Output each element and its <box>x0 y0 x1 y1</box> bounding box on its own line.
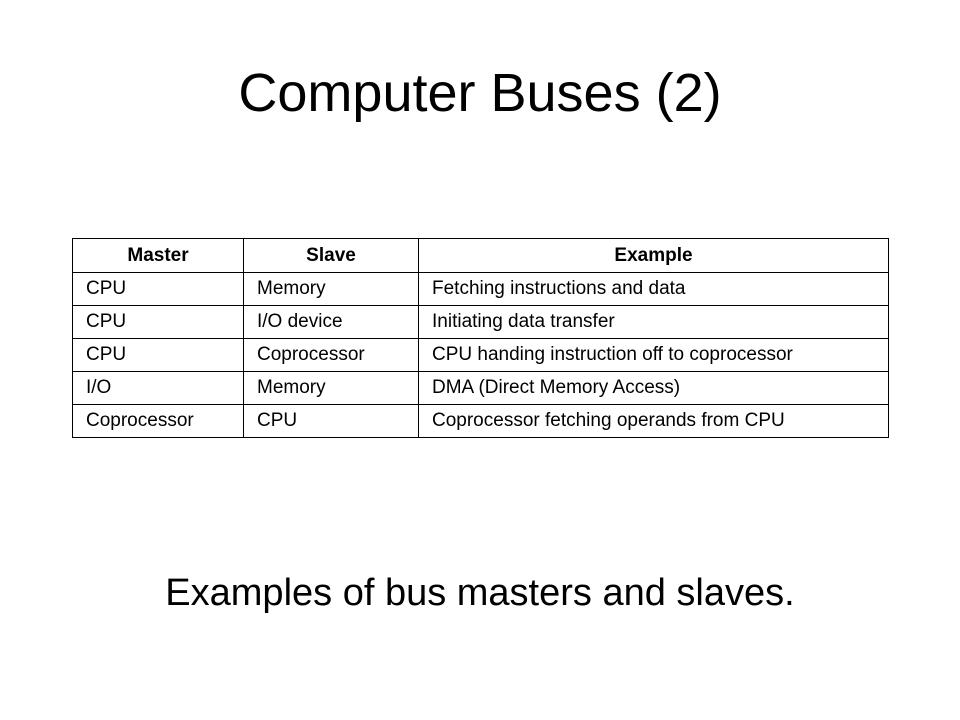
slide-caption: Examples of bus masters and slaves. <box>165 572 795 614</box>
table-row: CPU Coprocessor CPU handing instruction … <box>72 338 889 372</box>
master-cell: I/O <box>72 371 244 405</box>
master-cell: CPU <box>72 338 244 372</box>
master-cell: CPU <box>72 305 244 339</box>
bus-masters-table: Master Slave Example CPU Memory Fetching… <box>72 238 889 438</box>
header-example: Example <box>418 238 889 273</box>
slave-cell: Memory <box>243 371 419 405</box>
example-cell: Fetching instructions and data <box>418 272 889 306</box>
table-header-row: Master Slave Example <box>72 238 889 273</box>
master-cell: Coprocessor <box>72 404 244 438</box>
table-row: I/O Memory DMA (Direct Memory Access) <box>72 371 889 405</box>
table-row: Coprocessor CPU Coprocessor fetching ope… <box>72 404 889 438</box>
slave-cell: Coprocessor <box>243 338 419 372</box>
header-slave: Slave <box>243 238 419 273</box>
example-cell: Initiating data transfer <box>418 305 889 339</box>
example-cell: CPU handing instruction off to coprocess… <box>418 338 889 372</box>
example-cell: Coprocessor fetching operands from CPU <box>418 404 889 438</box>
master-cell: CPU <box>72 272 244 306</box>
table-row: CPU I/O device Initiating data transfer <box>72 305 889 339</box>
header-master: Master <box>72 238 244 273</box>
slave-cell: Memory <box>243 272 419 306</box>
slide-title: Computer Buses (2) <box>238 63 722 123</box>
example-cell: DMA (Direct Memory Access) <box>418 371 889 405</box>
table-row: CPU Memory Fetching instructions and dat… <box>72 272 889 306</box>
slave-cell: I/O device <box>243 305 419 339</box>
slave-cell: CPU <box>243 404 419 438</box>
